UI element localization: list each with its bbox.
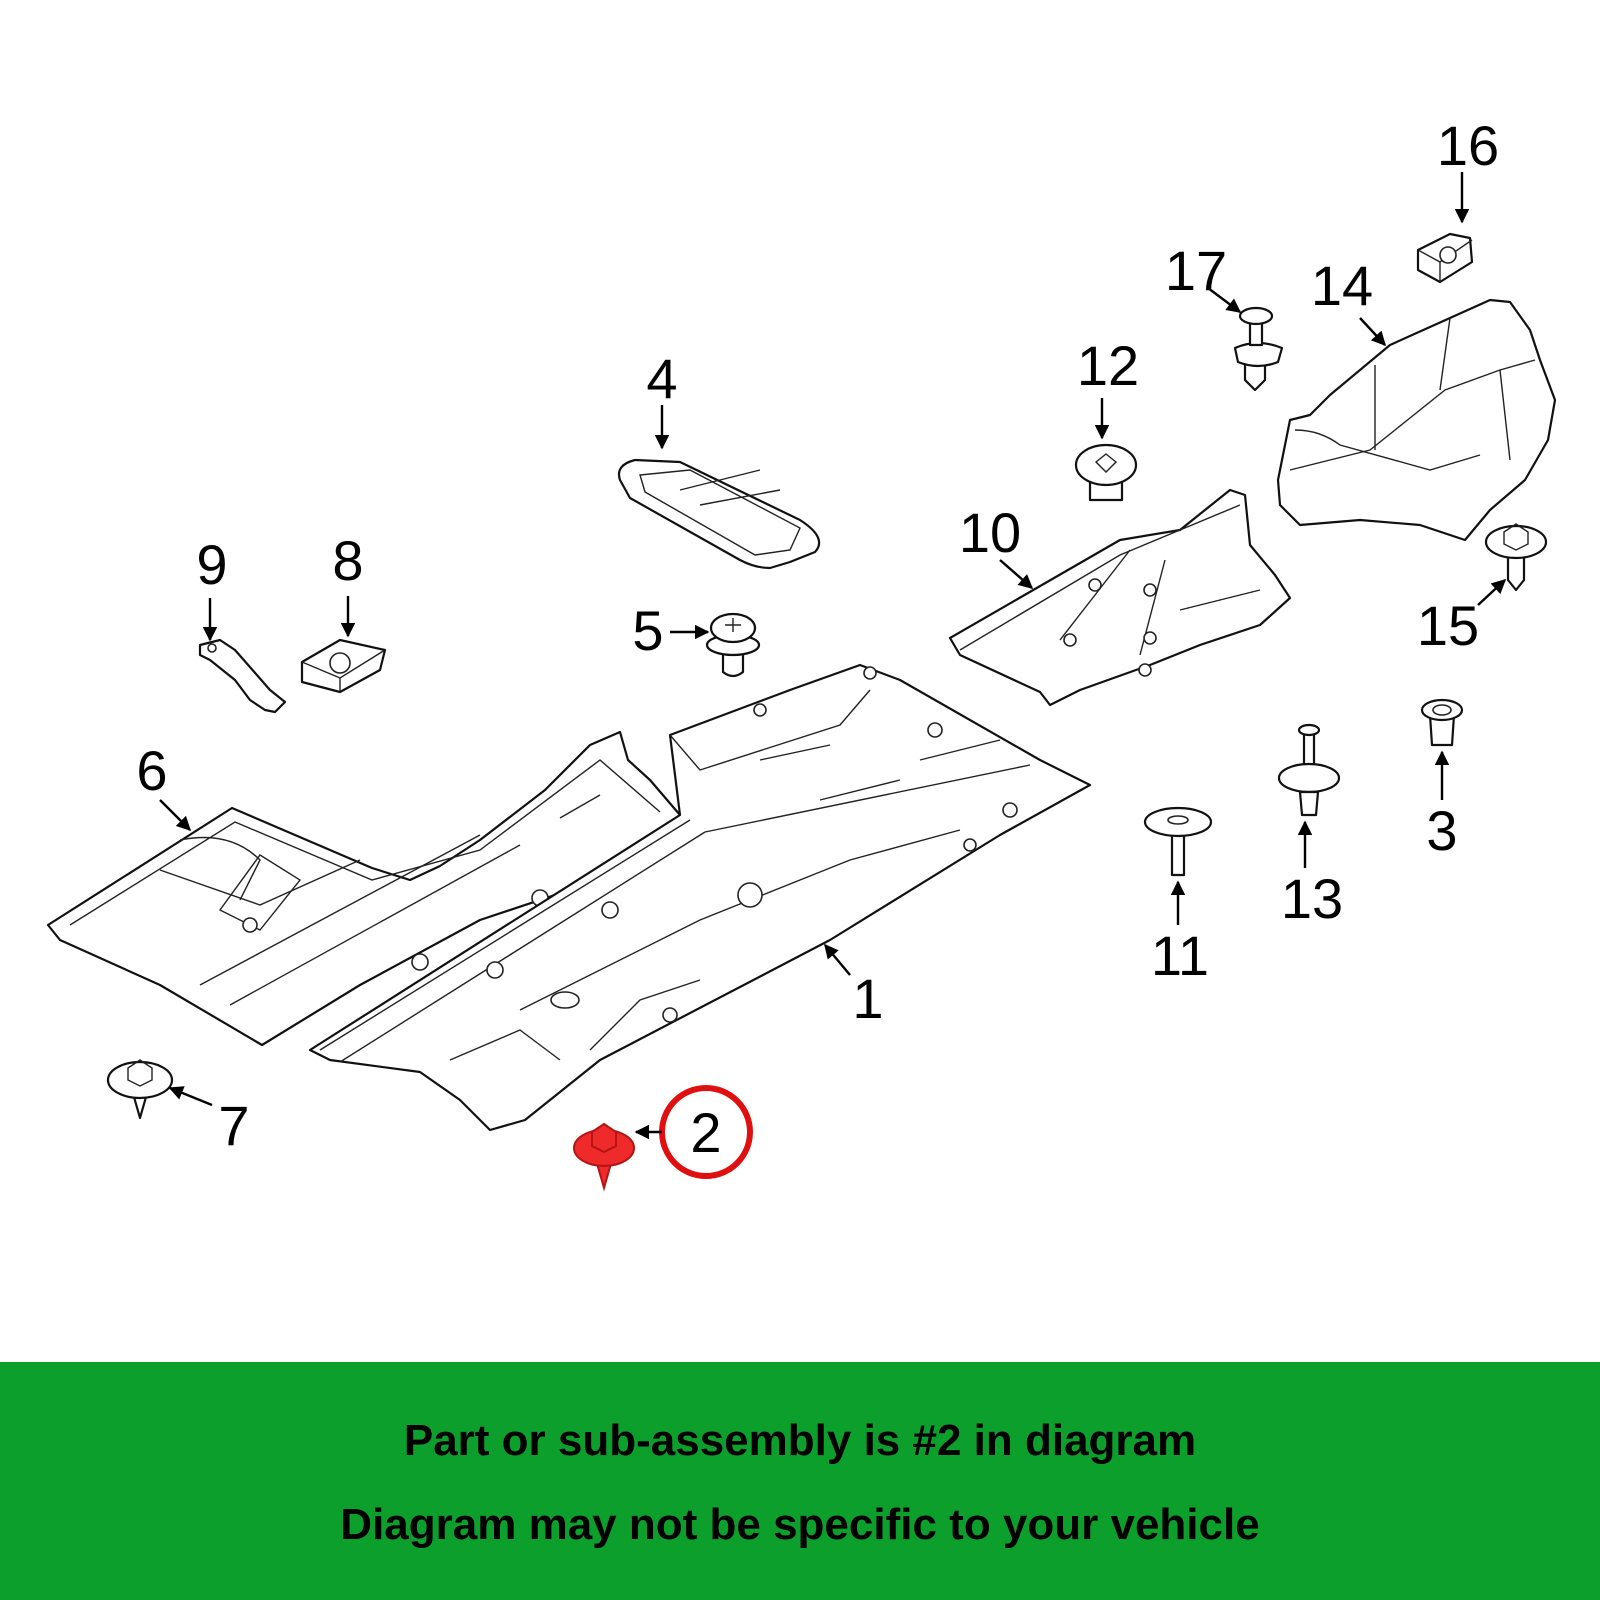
- part-4-plate: [617, 458, 821, 570]
- callout-4: 4: [646, 347, 677, 410]
- callout-3: 3: [1426, 799, 1457, 862]
- part-1-shield: [308, 663, 1092, 1132]
- callout-17: 17: [1165, 239, 1227, 302]
- callout-2: 2: [690, 1101, 721, 1164]
- part-5-bolt: [705, 612, 761, 678]
- callout-6: 6: [136, 739, 167, 802]
- part-16-clip: [1416, 232, 1474, 284]
- part-13-stud: [1277, 723, 1341, 817]
- callout-16: 16: [1437, 114, 1499, 177]
- part-17-rivet: [1233, 306, 1284, 392]
- callout-5: 5: [632, 599, 663, 662]
- leader-lines: [159, 172, 1507, 1140]
- callout-labels: 1 2 3 4 5 6 7 8 9 10 11 12 13 14 15 16 1…: [136, 114, 1499, 1164]
- callout-11: 11: [1151, 924, 1209, 987]
- callout-9: 9: [196, 533, 227, 596]
- part-12-clip: [1074, 443, 1138, 502]
- vehicle-disclaimer: Diagram may not be specific to your vehi…: [340, 1500, 1260, 1549]
- callout-10: 10: [959, 501, 1021, 564]
- part-9-bracket: [198, 638, 287, 714]
- parts-diagram: 1 2 3 4 5 6 7 8 9 10 11 12 13 14 15 16 1…: [46, 114, 1557, 1192]
- part-11-stud: [1143, 806, 1213, 877]
- part-14-shield: [1276, 298, 1557, 542]
- callout-12: 12: [1077, 334, 1139, 397]
- callout-13: 13: [1281, 867, 1343, 930]
- part-6-shield: [46, 730, 682, 1047]
- part-2-bolt-highlighted: [573, 1122, 635, 1192]
- part-notice: Part or sub-assembly is #2 in diagram: [403, 1416, 1197, 1465]
- callout-8: 8: [332, 529, 363, 592]
- info-banner: Part or sub-assembly is #2 in diagram Di…: [0, 1362, 1600, 1600]
- callout-14: 14: [1311, 254, 1373, 317]
- callout-1: 1: [852, 967, 883, 1030]
- part-15-bolt: [1484, 523, 1548, 592]
- part-8-clip: [300, 638, 387, 694]
- callout-15: 15: [1417, 594, 1479, 657]
- part-7-bolt: [106, 1059, 174, 1120]
- callout-7: 7: [218, 1094, 249, 1157]
- part-3-sleeve: [1420, 698, 1464, 747]
- part-10-shield: [948, 488, 1292, 707]
